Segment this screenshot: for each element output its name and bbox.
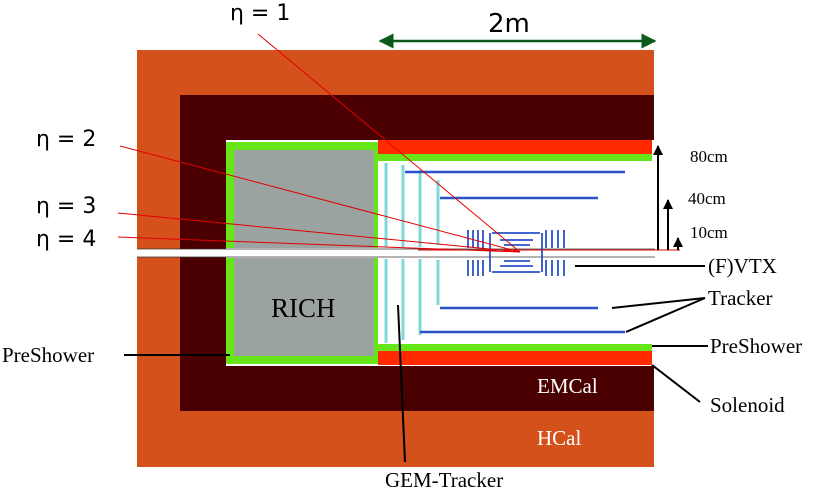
radius-label-80cm: 80cm — [690, 147, 728, 166]
rich-label: RICH — [271, 293, 336, 323]
solenoid-bottom — [378, 351, 652, 365]
rich-bottom — [234, 258, 374, 356]
eta-1-label: η = 1 — [230, 1, 290, 26]
eta-2-label: η = 2 — [36, 127, 96, 152]
preshower-barrel-bottom — [378, 344, 652, 351]
tracker-label: Tracker — [708, 286, 773, 310]
rich-top — [234, 150, 374, 248]
emcal-label: EMCal — [537, 374, 598, 398]
radius-label-10cm: 10cm — [690, 223, 728, 242]
eta-4-label: η = 4 — [36, 227, 96, 252]
preshower-left-label: PreShower — [2, 343, 94, 367]
beam-pipe — [137, 249, 657, 257]
eta-3-label: η = 3 — [36, 194, 96, 219]
gem-tracker-label: GEM-Tracker — [385, 468, 503, 492]
radius-label-40cm: 40cm — [688, 189, 726, 208]
barrel-tracker-layers — [405, 170, 625, 334]
fvtx-label: (F)VTX — [708, 254, 777, 278]
solenoid-label: Solenoid — [710, 393, 785, 417]
radius-arrows — [653, 145, 683, 250]
solenoid-top — [378, 140, 652, 154]
fvtx-detector — [467, 230, 565, 276]
eta-lines — [117, 33, 680, 253]
scale-label: 2m — [488, 9, 530, 39]
preshower-right-label: PreShower — [710, 334, 802, 358]
gem-tracker-planes — [384, 163, 440, 343]
leader-lines — [124, 265, 708, 463]
hcal-label: HCal — [537, 426, 581, 450]
preshower-barrel-top — [378, 154, 652, 161]
